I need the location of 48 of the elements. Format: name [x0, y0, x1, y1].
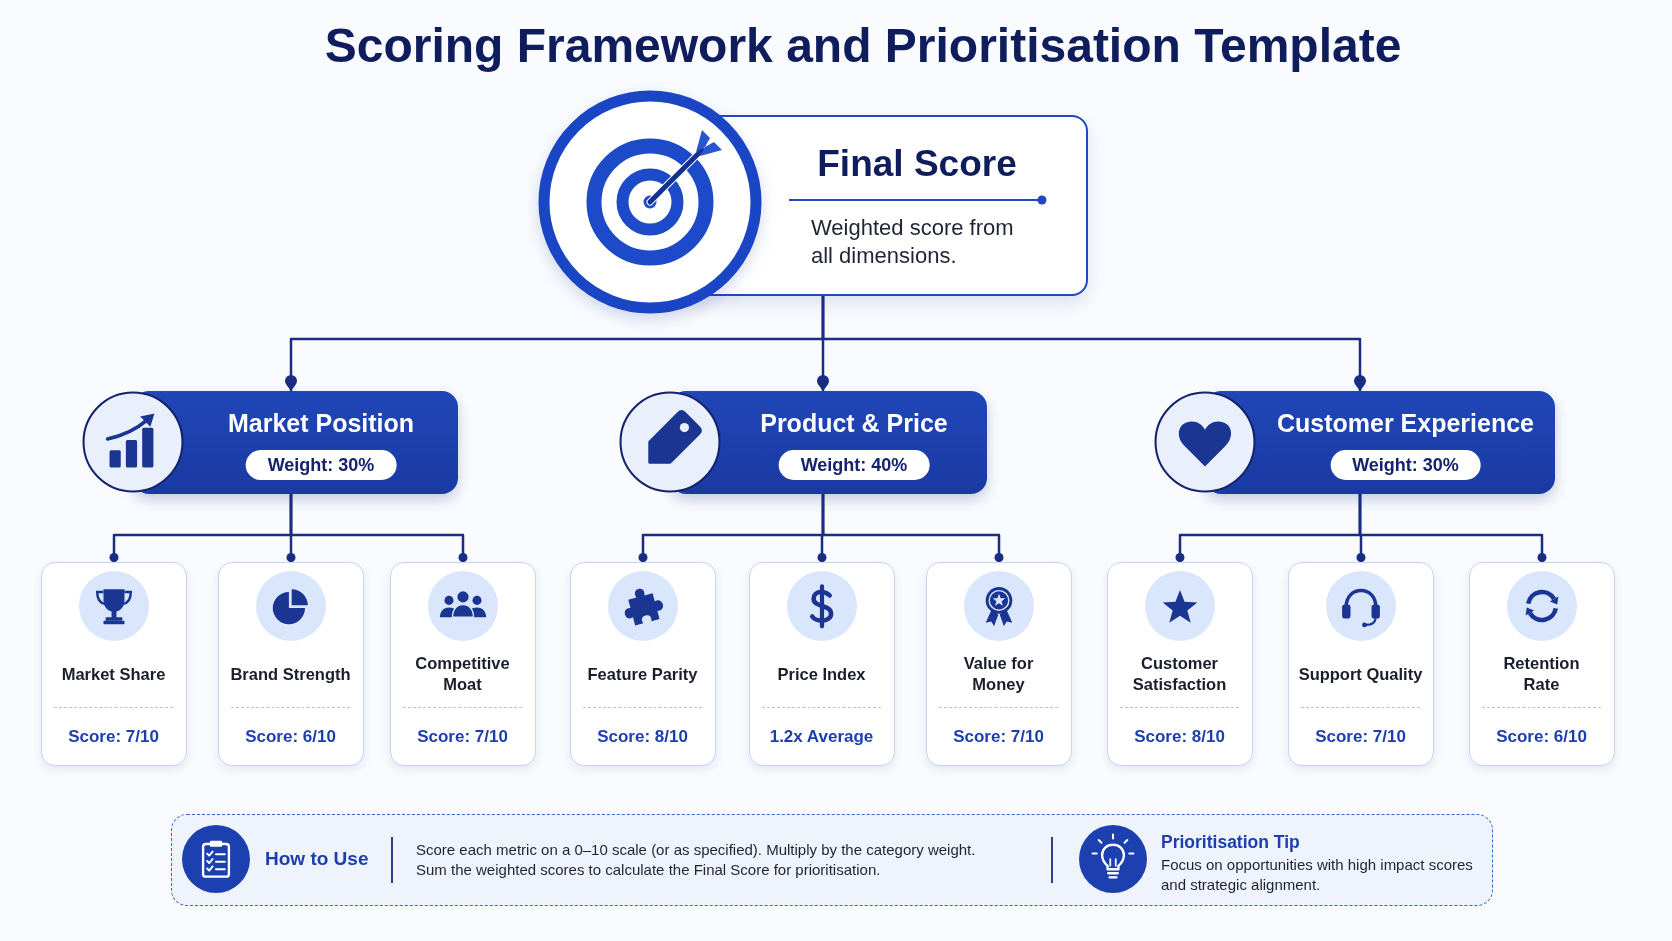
category-banner — [82, 391, 458, 494]
category-banner — [1154, 391, 1555, 494]
metric-score: Score: 7/10 — [417, 726, 508, 748]
metric-name: Customer Satisfaction — [1131, 653, 1228, 695]
metric-card — [1469, 562, 1615, 766]
metric-score: Score: 8/10 — [1134, 726, 1225, 748]
metric-score: 1.2x Average — [769, 726, 874, 748]
metric-name: Feature Parity — [587, 663, 698, 685]
connector-line — [1358, 494, 1547, 562]
panel-heading: How to Use — [265, 847, 369, 871]
connector-line — [821, 494, 1004, 562]
metric-card — [390, 562, 536, 766]
metric-card — [1107, 562, 1253, 766]
metric-score: Score: 6/10 — [245, 726, 336, 748]
instructions-text: Score each metric on a 0–10 scale (or as specified). Multiply by the category weight. Sum the weighted scores to calculate the Final Score for prioritisation. — [416, 840, 977, 880]
metric-score: Score: 7/10 — [68, 726, 159, 748]
metric-score: Score: 7/10 — [953, 726, 1044, 748]
metric-card — [926, 562, 1072, 766]
connector-line — [289, 494, 468, 562]
category-banner — [619, 391, 987, 494]
metric-card — [41, 562, 187, 766]
metric-card — [218, 562, 364, 766]
metric-score: Score: 7/10 — [1315, 726, 1406, 748]
metric-card — [749, 562, 895, 766]
metric-name: Brand Strength — [230, 663, 351, 685]
description: Weighted score from all dimensions. — [811, 214, 1015, 270]
metric-name: Support Quality — [1298, 663, 1423, 685]
score-card — [538, 90, 1088, 314]
category-title: Customer Experience — [1277, 408, 1534, 438]
metric-card — [1288, 562, 1434, 766]
weight-label: Weight: 30% — [1330, 450, 1481, 480]
heading: Final Score — [817, 142, 1017, 186]
info-panel — [171, 814, 1493, 906]
metric-name: Price Index — [777, 663, 866, 685]
metric-name: Market Share — [61, 663, 166, 685]
metric-card — [570, 562, 716, 766]
category-title: Product & Price — [760, 408, 948, 438]
metric-name: Value for Money — [962, 653, 1035, 695]
metric-score: Score: 8/10 — [597, 726, 688, 748]
metric-name: Competitive Moat — [414, 653, 511, 695]
metric-score: Score: 6/10 — [1496, 726, 1587, 748]
weight-label: Weight: 30% — [245, 450, 397, 480]
tip-heading: Prioritisation Tip — [1161, 831, 1300, 853]
metric-name: Retention Rate — [1502, 653, 1581, 695]
tip-text: Focus on opportunities with high impact scores and strategic alignment. — [1161, 855, 1474, 895]
title: Scoring Framework and Prioritisation Template — [324, 18, 1402, 74]
category-title: Market Position — [227, 408, 415, 438]
weight-label: Weight: 40% — [778, 450, 930, 480]
